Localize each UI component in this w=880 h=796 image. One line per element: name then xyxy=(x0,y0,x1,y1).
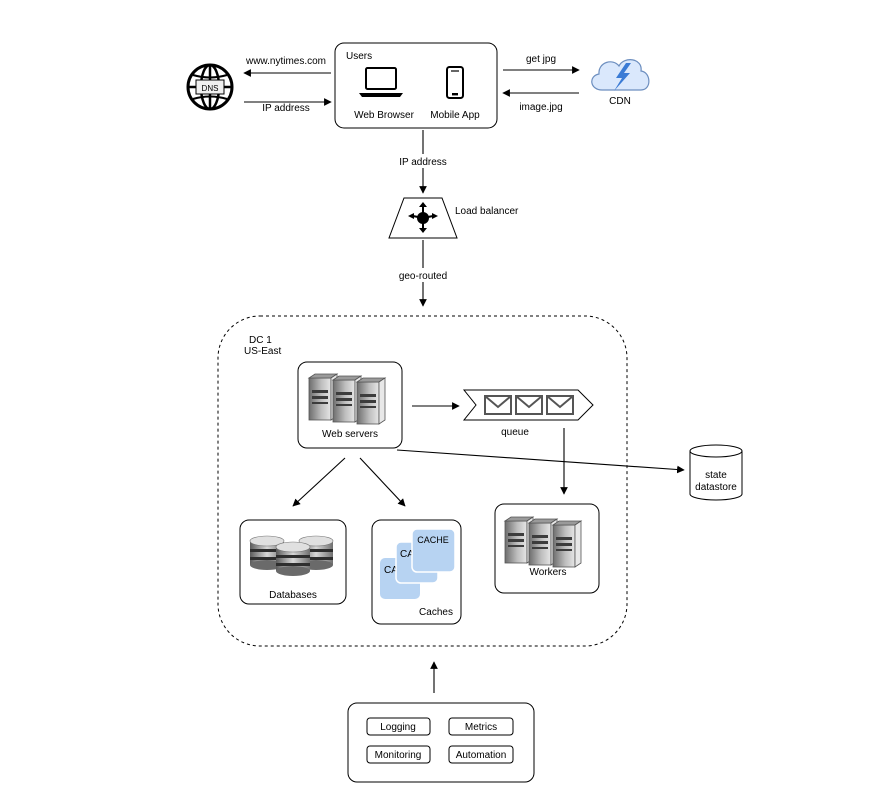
logging-label: Logging xyxy=(380,722,416,733)
caches-node: CA CA CACHE Caches xyxy=(371,519,462,625)
metrics-pill xyxy=(448,717,514,736)
automation-pill xyxy=(448,745,514,764)
queue-node: queue xyxy=(462,389,594,438)
web-servers-label: Web servers xyxy=(322,429,378,440)
web-servers-node: Web servers xyxy=(297,361,403,449)
databases-label: Databases xyxy=(269,590,317,601)
ops-box xyxy=(347,702,535,783)
users-title: Users xyxy=(346,51,372,62)
dc-name: DC 1 xyxy=(249,335,272,346)
server-icon xyxy=(308,373,386,425)
cdn-label: CDN xyxy=(609,96,631,107)
users-box: Users Web Browser Mobile App xyxy=(334,42,498,129)
lightning-icon xyxy=(614,63,631,91)
caches-label: Caches xyxy=(419,607,453,618)
load-balancer-node: Load balancer xyxy=(388,197,519,239)
queue-label: queue xyxy=(501,427,529,438)
cache-icon: CA CA CACHE xyxy=(380,528,456,599)
dc-region: US-East xyxy=(244,346,281,357)
dns-request-label: www.nytimes.com xyxy=(245,56,326,67)
databases-node: Databases xyxy=(239,519,347,605)
load-balancer-icon xyxy=(408,202,438,233)
cylinder-icon xyxy=(689,451,743,501)
load-balancer-label: Load balancer xyxy=(455,206,519,217)
dns-response-label: IP address xyxy=(262,103,310,114)
workers-node: Workers xyxy=(494,503,600,594)
mobile-app-label: Mobile App xyxy=(430,110,480,121)
dns-badge-label: DNS xyxy=(202,84,219,93)
state-datastore-node: state datastore xyxy=(689,444,743,501)
metrics-label: Metrics xyxy=(465,722,497,733)
edge-web-to-databases xyxy=(292,457,346,507)
state-datastore-line2: datastore xyxy=(695,482,737,493)
dns-node: DNS xyxy=(186,63,234,111)
state-datastore-line1: state xyxy=(705,470,727,481)
cache-tag-front: CACHE xyxy=(417,535,449,545)
users-container xyxy=(334,42,498,129)
server-icon xyxy=(504,516,582,568)
laptop-icon xyxy=(359,67,403,97)
dns-badge xyxy=(195,79,225,95)
cdn-response-label: image.jpg xyxy=(519,102,562,113)
cache-tag-back: CA xyxy=(384,565,398,576)
monitoring-pill xyxy=(366,745,431,764)
datacenter-group: DC 1 US-East Web servers queu xyxy=(217,315,628,647)
cache-tag-middle: CA xyxy=(400,549,414,560)
ops-node: Logging Metrics Monitoring Automation xyxy=(347,702,535,783)
logging-pill xyxy=(366,717,431,736)
datacenter-boundary xyxy=(217,315,628,647)
web-browser-label: Web Browser xyxy=(354,110,415,121)
cdn-node: CDN xyxy=(591,59,650,107)
edge-web-to-state-datastore xyxy=(396,449,685,474)
envelope-icon xyxy=(484,395,574,415)
smartphone-icon xyxy=(446,66,464,99)
lb-to-dc-label: geo-routed xyxy=(399,271,447,282)
cdn-request-label: get jpg xyxy=(526,54,556,65)
edge-web-to-caches xyxy=(359,457,406,507)
users-to-lb-label: IP address xyxy=(399,157,447,168)
monitoring-label: Monitoring xyxy=(375,750,422,761)
automation-label: Automation xyxy=(456,750,507,761)
workers-label: Workers xyxy=(529,567,566,578)
